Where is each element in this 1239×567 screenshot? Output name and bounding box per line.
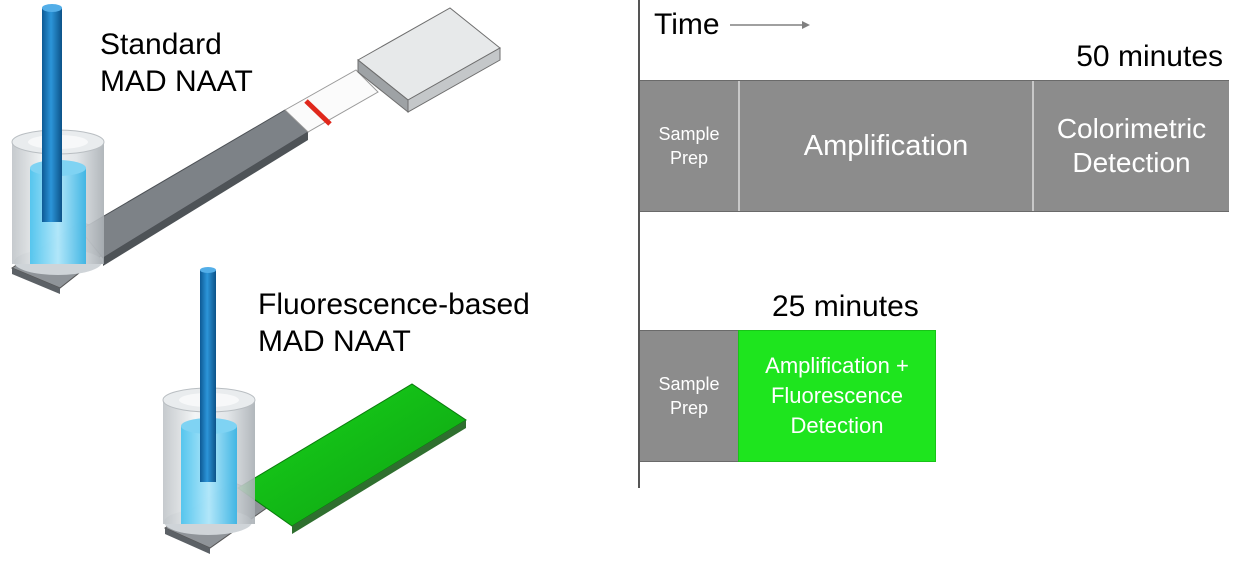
standard-step-colorimetric-detection: Colorimetric Detection	[1034, 81, 1229, 211]
fluorescence-step-amplification-detection: Amplification + Fluorescence Detection	[738, 330, 936, 462]
standard-timeline-bar: Sample Prep Amplification Colorimetric D…	[640, 80, 1229, 212]
standard-step-sample-prep: Sample Prep	[640, 81, 738, 211]
standard-label: Standard MAD NAAT	[100, 26, 253, 100]
fluorescence-label-line-2: MAD NAAT	[258, 325, 411, 358]
fluorescence-label: Fluorescence-based MAD NAAT	[258, 286, 530, 360]
fluorescence-step-sample-prep: Sample Prep	[640, 330, 738, 462]
standard-step-amplification: Amplification	[740, 81, 1032, 211]
time-label: Time	[654, 8, 720, 41]
fluorescence-device-drawing	[162, 267, 467, 554]
fluorescence-duration: 25 minutes	[772, 290, 919, 323]
standard-duration: 50 minutes	[1076, 40, 1223, 73]
timeline-axis	[638, 0, 640, 488]
step-divider	[1032, 81, 1034, 211]
standard-label-line-1: Standard	[100, 28, 222, 61]
fluorescence-label-line-1: Fluorescence-based	[258, 288, 530, 321]
standard-device-drawing	[10, 4, 501, 294]
time-arrow-icon	[730, 21, 810, 29]
test-line	[304, 99, 332, 126]
standard-label-line-2: MAD NAAT	[100, 65, 253, 98]
device-illustration	[10, 4, 501, 554]
step-divider	[738, 81, 740, 211]
